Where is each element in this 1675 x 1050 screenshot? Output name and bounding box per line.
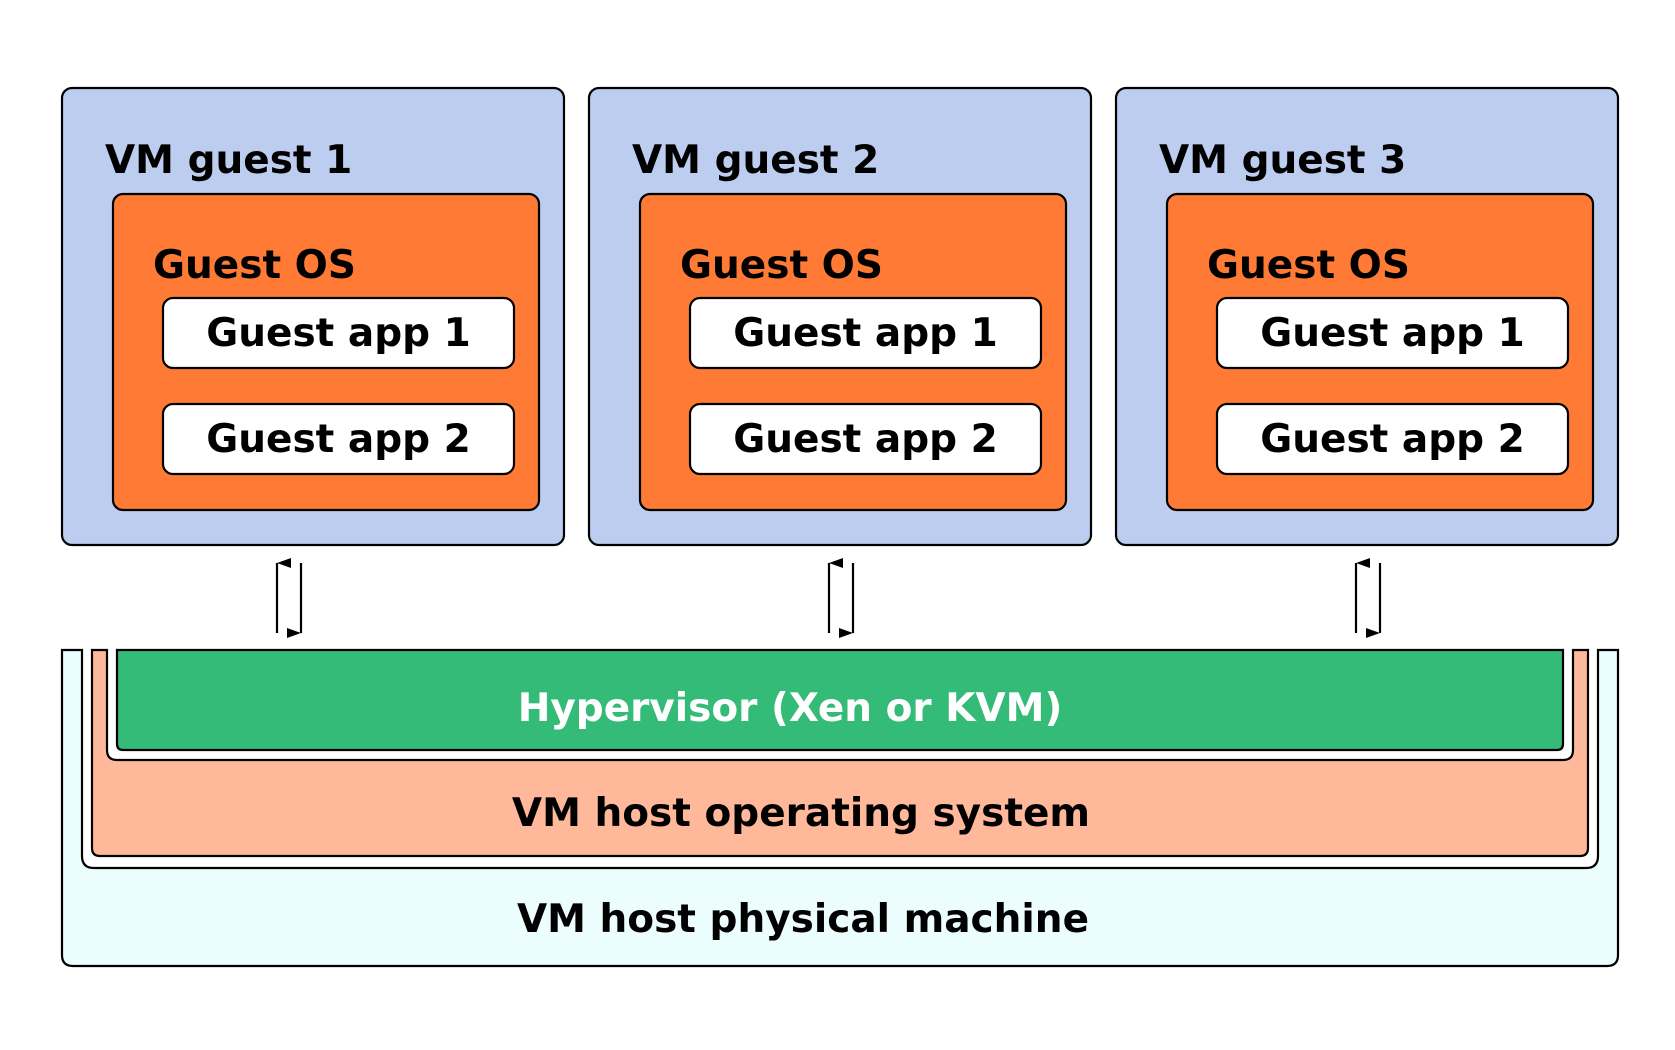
- vm-guest-title: VM guest 2: [632, 138, 879, 183]
- hypervisor-box: [115, 648, 1565, 752]
- guest-app-box: [1215, 402, 1570, 476]
- guest-os-label: Guest OS: [1207, 243, 1410, 288]
- vm-guest-2: VM guest 2 Guest OS Guest app 1 Guest app 2: [587, 86, 1093, 638]
- host-os-label: VM host operating system: [512, 791, 1090, 836]
- guest-app-box: [161, 402, 516, 476]
- guest-app-box: [688, 296, 1043, 370]
- vm-guest-title: VM guest 3: [1159, 138, 1406, 183]
- guest-app-label: Guest app 1: [206, 311, 471, 356]
- vm-guest-3: VM guest 3 Guest OS Guest app 1 Guest app 2: [1114, 86, 1620, 638]
- host-os-box: [90, 648, 1590, 858]
- vm-guest-1: VM guest 1 Guest OS Guest app 1 Guest app 2: [60, 86, 566, 638]
- guest-app-label: Guest app 1: [733, 311, 998, 356]
- guest-app-label: Guest app 2: [1260, 417, 1525, 462]
- host-machine-label: VM host physical machine: [517, 897, 1089, 942]
- guest-os-label: Guest OS: [680, 243, 883, 288]
- guest-app-box: [688, 402, 1043, 476]
- guest-os-label: Guest OS: [153, 243, 356, 288]
- guest-app-box: [1215, 296, 1570, 370]
- host-machine-box: [60, 648, 1620, 968]
- guest-app-label: Guest app 2: [206, 417, 471, 462]
- guest-app-label: Guest app 1: [1260, 311, 1525, 356]
- hypervisor-label: Hypervisor (Xen or KVM): [518, 686, 1063, 731]
- guest-app-label: Guest app 2: [733, 417, 998, 462]
- vm-guest-title: VM guest 1: [105, 138, 352, 183]
- guest-app-box: [161, 296, 516, 370]
- guests-layer: VM guest 1 Guest OS Guest app 1 Guest app 2…: [60, 86, 1620, 638]
